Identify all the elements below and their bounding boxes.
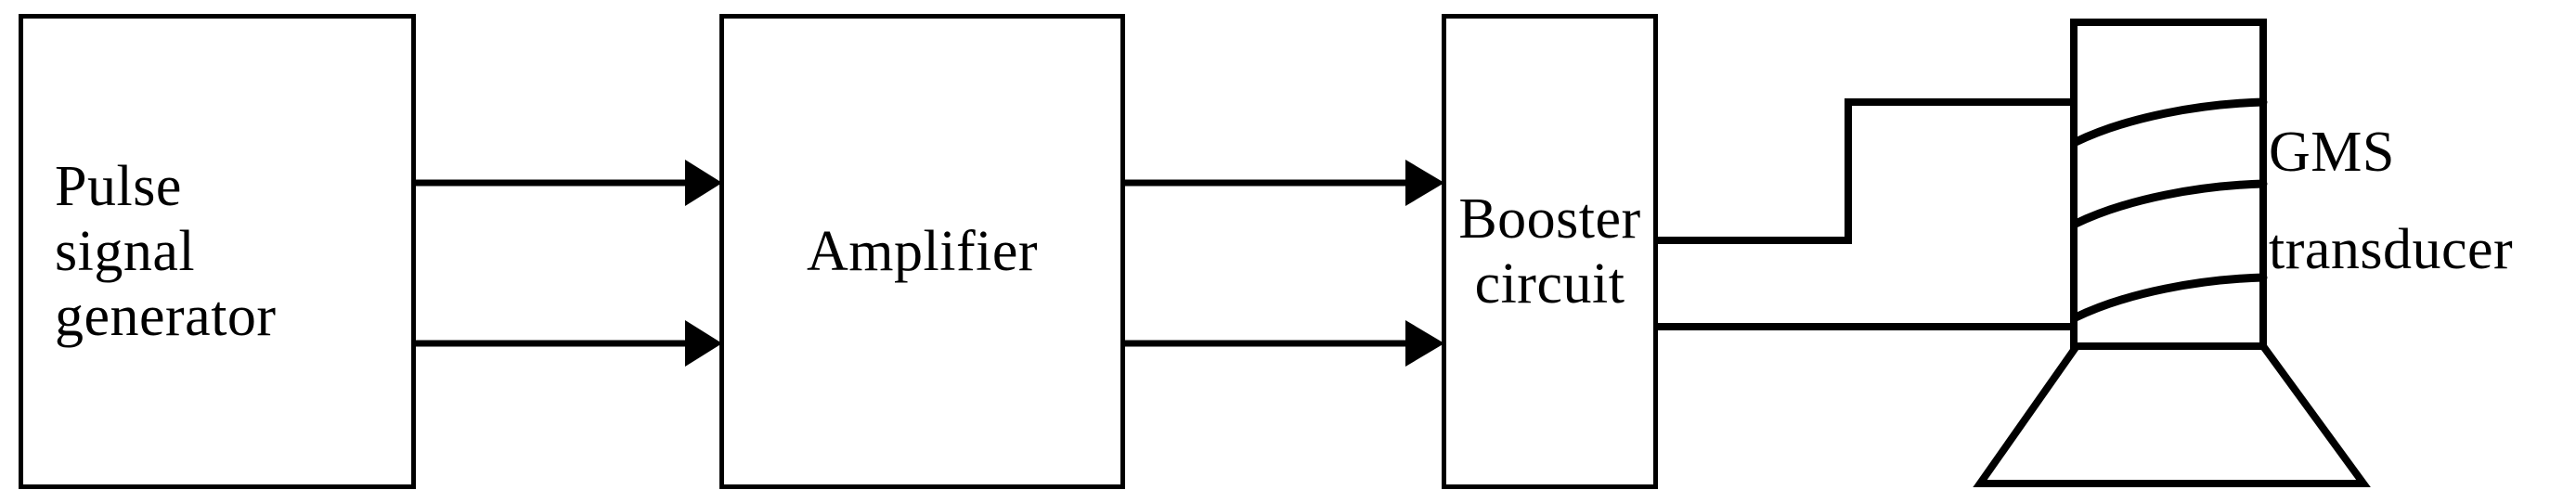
block-label-line: Amplifier (807, 219, 1038, 283)
connector-gen-to-amp-bottom (412, 320, 722, 367)
transducer-coil-turn-3 (2071, 273, 2268, 322)
connector-amp-to-booster-bottom (1121, 320, 1444, 367)
connector-booster-to-transducer-top (1656, 98, 2075, 244)
connector-gen-to-amp-top (412, 160, 722, 206)
block-label-line: Pulse (55, 154, 182, 218)
block-booster-circuit: Booster circuit (1442, 14, 1658, 489)
transducer-label-line-1: GMS (2269, 121, 2395, 184)
transducer-horn (1973, 342, 2371, 487)
block-label-line: signal (55, 219, 196, 283)
block-label-line: generator (55, 285, 277, 349)
block-label-line: Booster (1458, 187, 1641, 251)
block-amplifier: Amplifier (719, 14, 1125, 489)
block-pulse-signal-generator: Pulse signal generator (19, 14, 416, 489)
block-label-line: circuit (1474, 252, 1625, 316)
transducer-coil-turn-2 (2071, 179, 2268, 228)
connector-amp-to-booster-top (1121, 160, 1444, 206)
transducer-coil-turn-1 (2071, 97, 2268, 147)
transducer-label-line-2: transducer (2269, 218, 2514, 281)
transducer-body (2070, 19, 2267, 350)
